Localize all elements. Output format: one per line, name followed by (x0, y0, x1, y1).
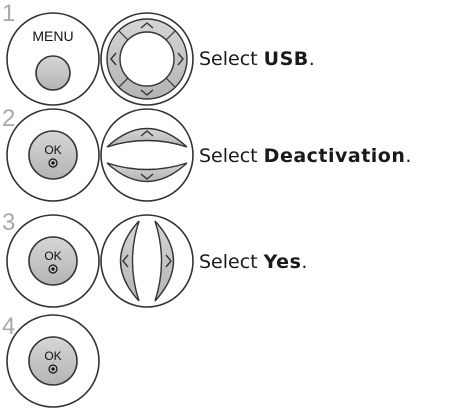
ok-button-step-2[interactable]: OK (6, 108, 100, 202)
right-key (154, 220, 175, 302)
menu-button[interactable]: MENU (6, 12, 100, 106)
up-down-nav-keys[interactable] (100, 108, 194, 202)
left-key (119, 220, 140, 302)
up-key (106, 127, 188, 148)
step-number-3: 3 (2, 209, 16, 236)
left-right-nav-keys[interactable] (100, 214, 194, 308)
right-arrow-icon (165, 254, 172, 268)
step-1-instruction: Select USB. (199, 48, 315, 70)
instruction-verb: Select (199, 145, 258, 167)
ok-button-label: OK (44, 143, 61, 157)
down-arrow-icon (140, 173, 154, 180)
instruction-target: USB (263, 48, 309, 70)
instruction-target: Yes (263, 251, 302, 273)
ok-button-step-4[interactable]: OK (6, 314, 100, 408)
ok-dot-icon (48, 364, 58, 374)
up-arrow-icon (140, 130, 154, 137)
left-arrow-icon (110, 52, 117, 66)
step-2-instruction: Select Deactivation. (199, 145, 412, 167)
left-arrow-icon (122, 254, 129, 268)
ok-button-label: OK (44, 249, 61, 263)
down-arrow-icon (140, 89, 154, 96)
step-3-instruction: Select Yes. (199, 251, 308, 273)
ok-button-step-3[interactable]: OK (6, 214, 100, 308)
menu-button-label: MENU (32, 28, 73, 44)
four-way-nav-ring[interactable] (100, 12, 194, 106)
instruction-verb: Select (199, 48, 258, 70)
down-key (106, 162, 188, 183)
up-arrow-icon (140, 22, 154, 29)
ok-dot-icon (48, 264, 58, 274)
instruction-verb: Select (199, 251, 258, 273)
step-number-2: 2 (2, 105, 16, 132)
ok-button-label: OK (44, 349, 61, 363)
step-number-4: 4 (2, 313, 16, 340)
step-number-1: 1 (2, 0, 16, 27)
ok-dot-icon (48, 158, 58, 168)
right-arrow-icon (177, 52, 184, 66)
instruction-target: Deactivation (263, 145, 406, 167)
